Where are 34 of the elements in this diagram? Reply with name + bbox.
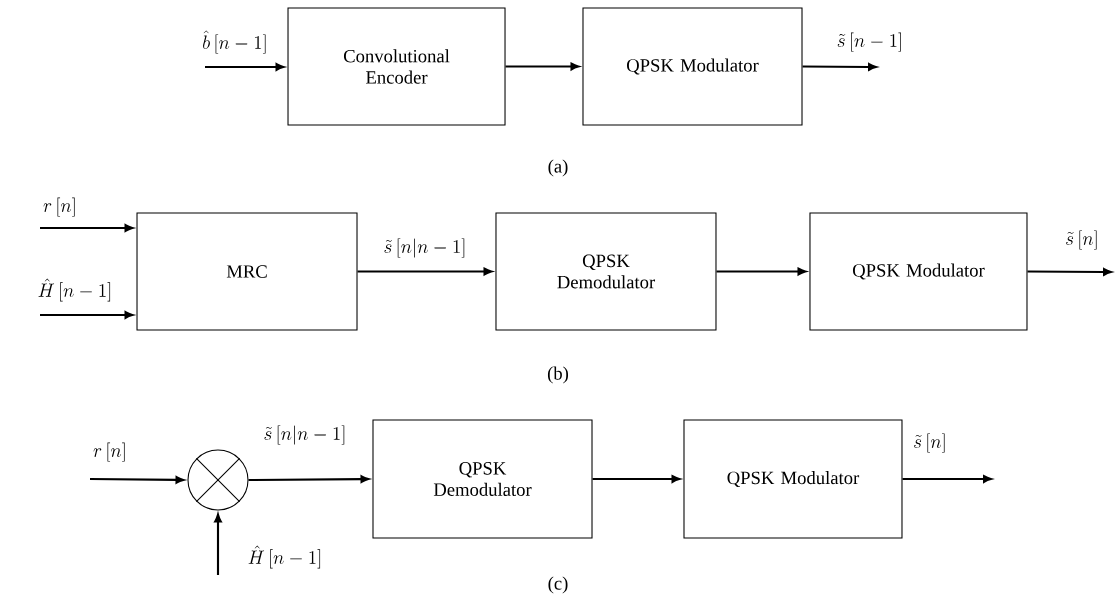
arrow: [357, 267, 493, 276]
process-box: MRC: [136, 212, 358, 331]
arrow: [214, 513, 222, 575]
multiplier-symbol: [187, 449, 249, 511]
signal-label: $\hat{b}\left[n-1\right]$: [203, 30, 266, 54]
process-box: QPSK Demodulator: [372, 419, 593, 539]
arrow: [40, 224, 134, 232]
process-box: QPSK Modulator: [809, 212, 1028, 331]
signal-label: $\tilde{s}\left[n\right]$: [914, 433, 945, 453]
signal-label: $\hat{H}\left[n-1\right]$: [248, 545, 321, 569]
signal-label: $\tilde{s}\left[n\right]$: [1066, 230, 1097, 250]
arrow: [248, 475, 370, 483]
signal-label: $\hat{H}\left[n-1\right]$: [38, 278, 111, 302]
process-box: QPSK Modulator: [683, 419, 903, 539]
arrow: [90, 476, 185, 484]
signal-label: $\tilde{s}\left[n-1\right]$: [837, 32, 901, 52]
process-box: QPSK Modulator: [582, 7, 803, 126]
signal-label: $r\left[n\right]$: [93, 442, 125, 462]
arrow: [716, 267, 807, 276]
arrow: [505, 62, 580, 71]
arrow: [902, 475, 992, 483]
arrow: [205, 63, 285, 71]
arrow: [802, 63, 877, 71]
arrow: [592, 475, 681, 483]
panel-label: (c): [548, 576, 568, 594]
arrow: [40, 311, 134, 319]
signal-label: $\tilde{s}\left[n|n-1\right]$: [384, 238, 465, 258]
signal-label: $r\left[n\right]$: [43, 197, 75, 217]
signal-label: $\tilde{s}\left[n|n-1\right]$: [264, 425, 345, 445]
panel-label: (b): [547, 366, 569, 384]
process-box: QPSK Demodulator: [495, 212, 717, 331]
arrow: [1027, 268, 1112, 276]
process-box: Convolutional Encoder: [287, 7, 506, 126]
panel-label: (a): [548, 159, 568, 177]
